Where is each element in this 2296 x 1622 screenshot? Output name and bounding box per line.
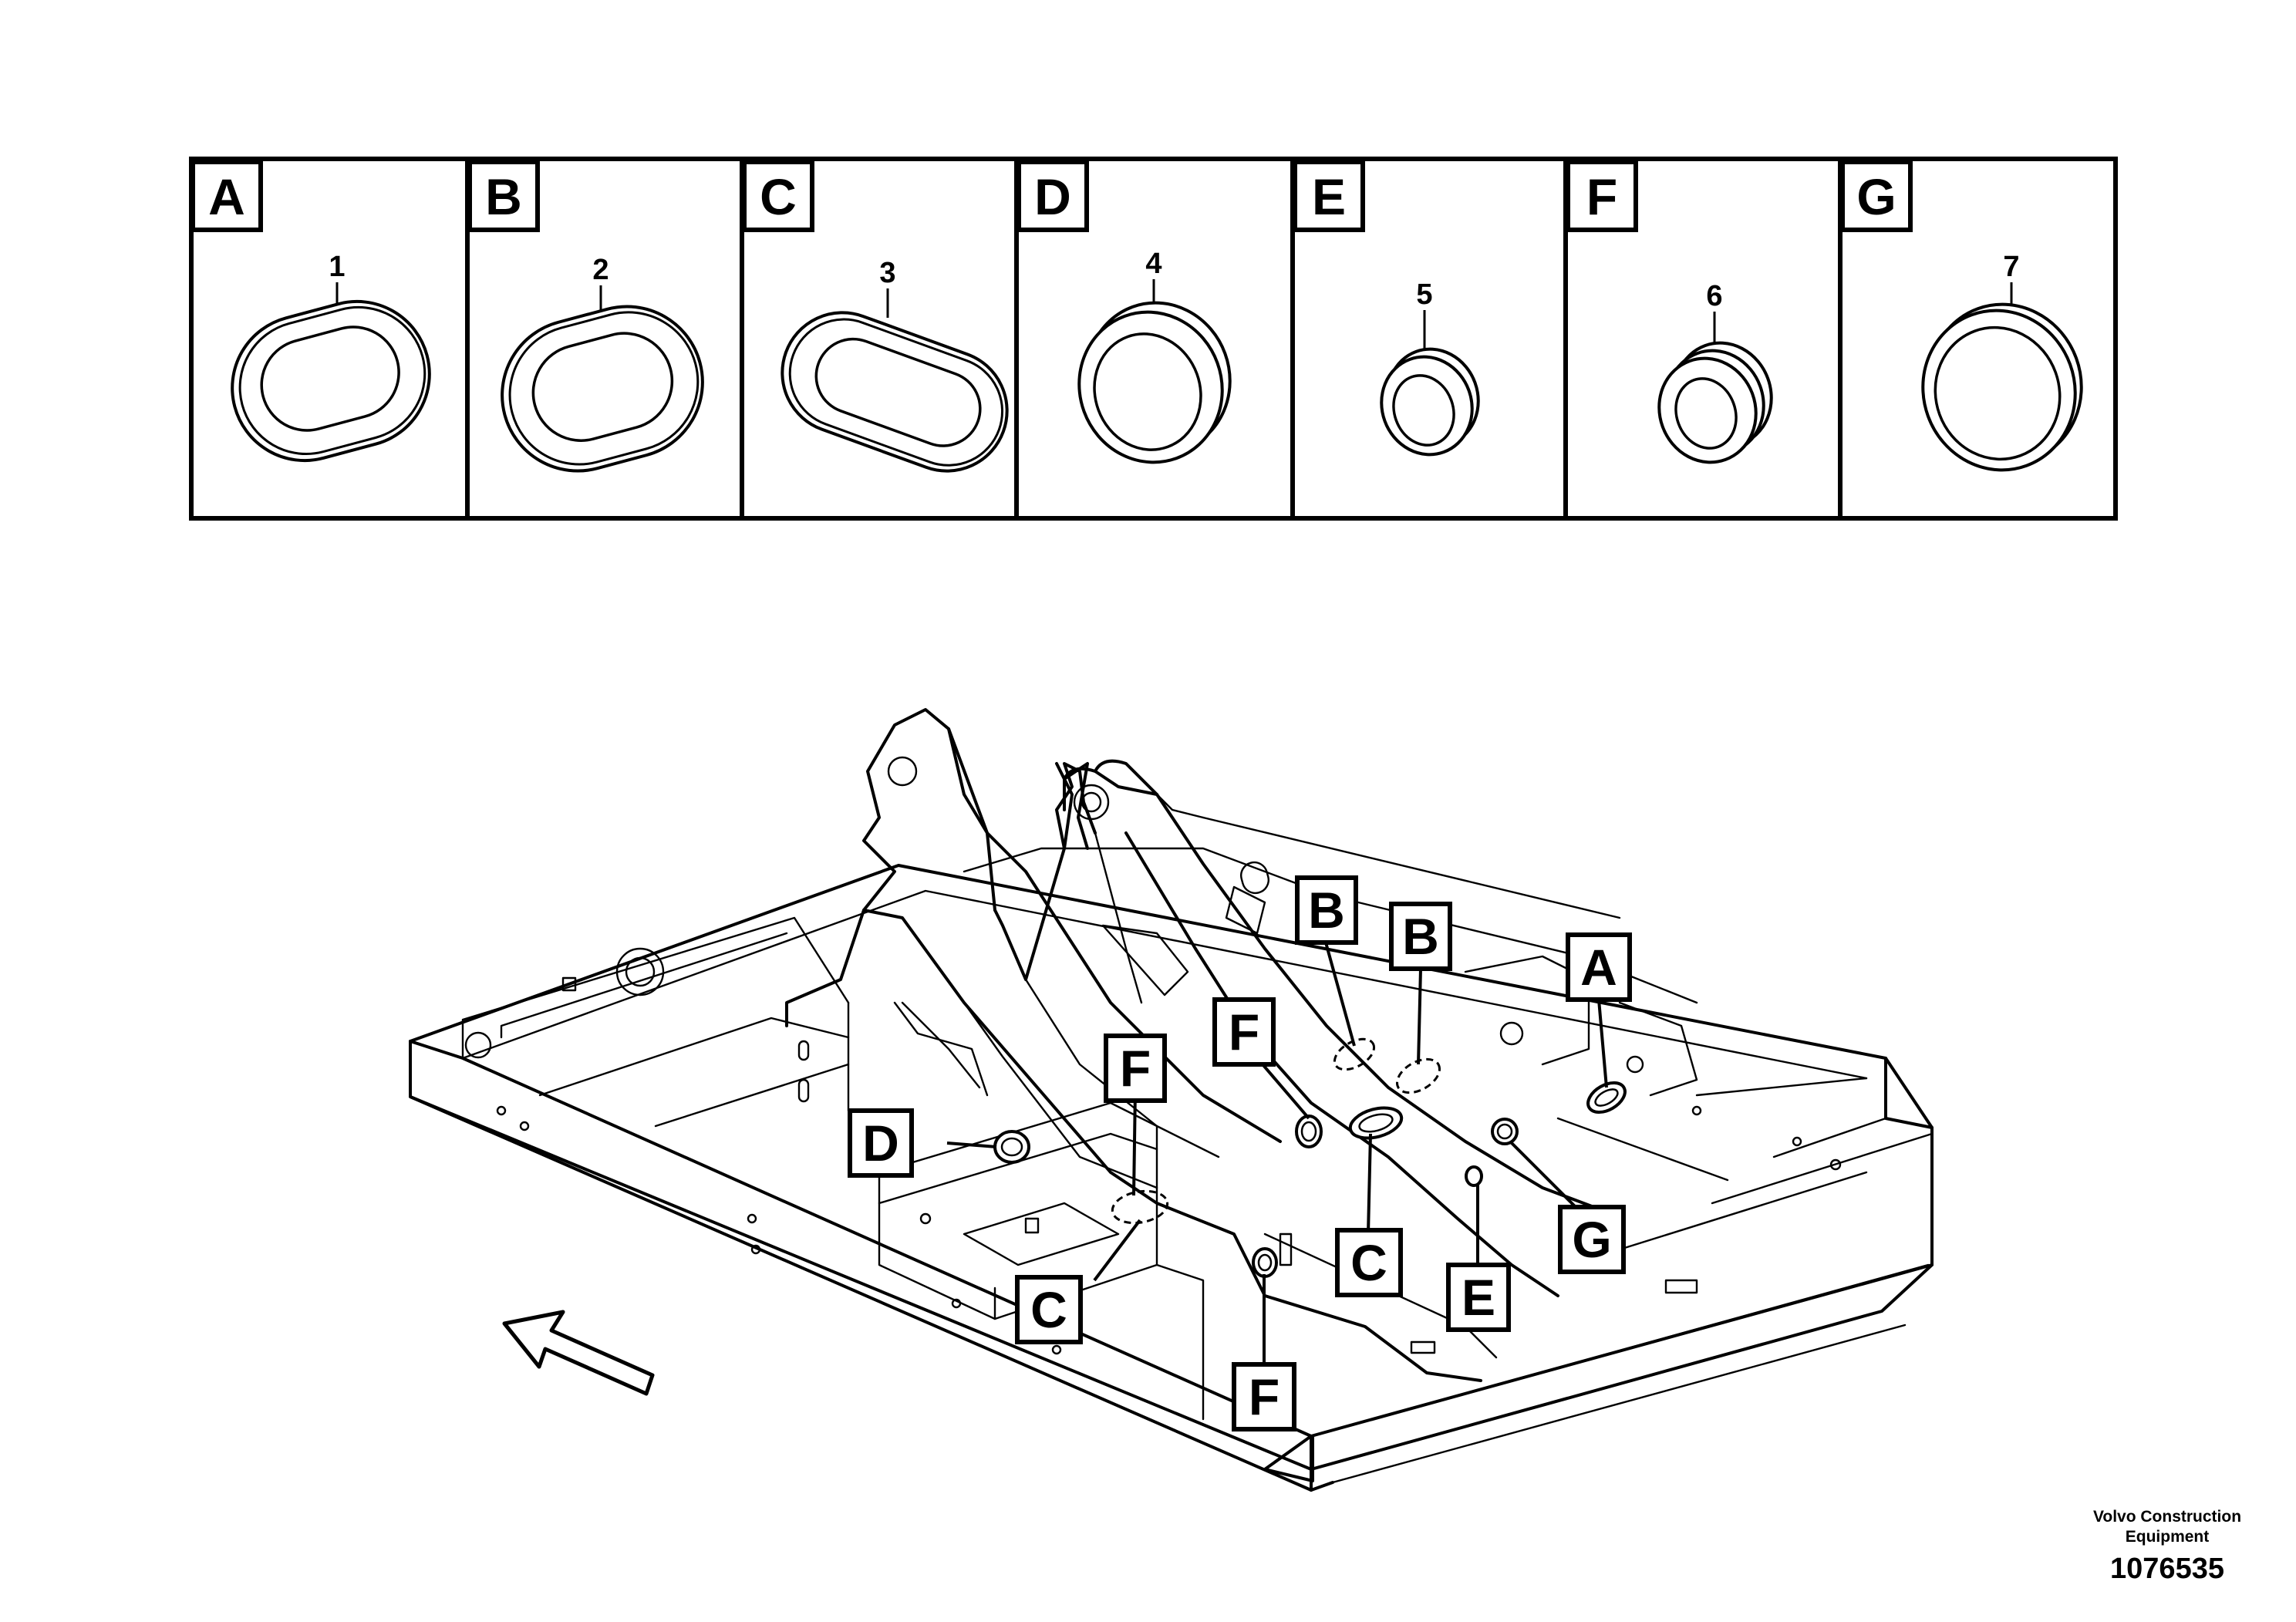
svg-text:G: G (1572, 1211, 1611, 1268)
grommet-markers (993, 1037, 1627, 1278)
callout-f2: F (1104, 1034, 1167, 1103)
callout-b1: B (1295, 875, 1358, 945)
svg-text:F: F (1249, 1368, 1279, 1425)
panel-letter-a: A (208, 168, 245, 225)
part-number-4: 4 (1145, 248, 1161, 280)
panel-letter-box-b: B (467, 160, 540, 232)
marker-e (1465, 1165, 1483, 1187)
svg-text:B: B (1402, 908, 1439, 965)
callout-d: D (848, 1108, 914, 1178)
part-number-3: 3 (879, 257, 895, 289)
drawing-number: 1076535 (2110, 1553, 2224, 1585)
part-number-2: 2 (592, 254, 609, 286)
panel-letter-g: G (1856, 168, 1896, 225)
leader-lines (946, 942, 1608, 1364)
grommet-d-image (1077, 301, 1232, 464)
marker-b2 (1396, 1057, 1441, 1094)
callout-e: E (1446, 1263, 1511, 1332)
parts-table: A B C D E F G 1 2 3 (189, 157, 2118, 521)
panel-letter-f: F (1586, 168, 1617, 225)
grommet-e-image (1380, 347, 1480, 457)
callout-g: G (1558, 1205, 1626, 1274)
grommet-b-image (501, 305, 704, 473)
panel-letter-b: B (485, 168, 522, 225)
panel-letter-box-c: C (742, 160, 814, 232)
panel-letter-box-d: D (1017, 160, 1089, 232)
callout-f3: F (1232, 1362, 1296, 1431)
panel-letter-e: E (1312, 168, 1346, 225)
callout-c2: C (1015, 1275, 1083, 1344)
credit-block: Volvo Construction Equipment 1076535 (2079, 1507, 2256, 1587)
grommet-f-image (1657, 341, 1773, 464)
svg-text:C: C (1030, 1281, 1067, 1338)
svg-text:B: B (1308, 882, 1345, 939)
grommet-g-image (1921, 302, 2083, 472)
panel-letter-d: D (1034, 168, 1071, 225)
forward-arrow-icon (502, 1310, 655, 1396)
credit-line-2: Equipment (2125, 1528, 2210, 1546)
panel-letter-box-g: G (1840, 160, 1913, 232)
callout-a: A (1566, 932, 1632, 1002)
credit-line-1: Volvo Construction (2092, 1508, 2242, 1526)
part-number-1: 1 (329, 251, 345, 283)
marker-c2 (1111, 1189, 1169, 1225)
callout-b2: B (1389, 902, 1452, 971)
svg-text:C: C (1350, 1234, 1387, 1291)
panel-letter-box-e: E (1293, 160, 1365, 232)
svg-text:E: E (1462, 1269, 1495, 1326)
svg-text:F: F (1229, 1003, 1259, 1061)
marker-b1 (1333, 1037, 1376, 1071)
svg-text:D: D (862, 1114, 899, 1172)
part-number-6: 6 (1706, 280, 1722, 312)
panel-letter-box-a: A (190, 160, 263, 232)
panel-letter-c: C (760, 168, 797, 225)
callout-f1: F (1212, 997, 1276, 1067)
callout-c1: C (1335, 1228, 1403, 1297)
part-number-7: 7 (2003, 251, 2019, 283)
upper-frame-drawing (409, 708, 1934, 1492)
part-number-5: 5 (1416, 278, 1432, 311)
grommet-a-image (231, 299, 431, 463)
svg-text:A: A (1580, 939, 1617, 996)
svg-text:F: F (1120, 1040, 1151, 1097)
panel-letter-box-f: F (1566, 160, 1638, 232)
grommet-c-image (781, 311, 1009, 473)
